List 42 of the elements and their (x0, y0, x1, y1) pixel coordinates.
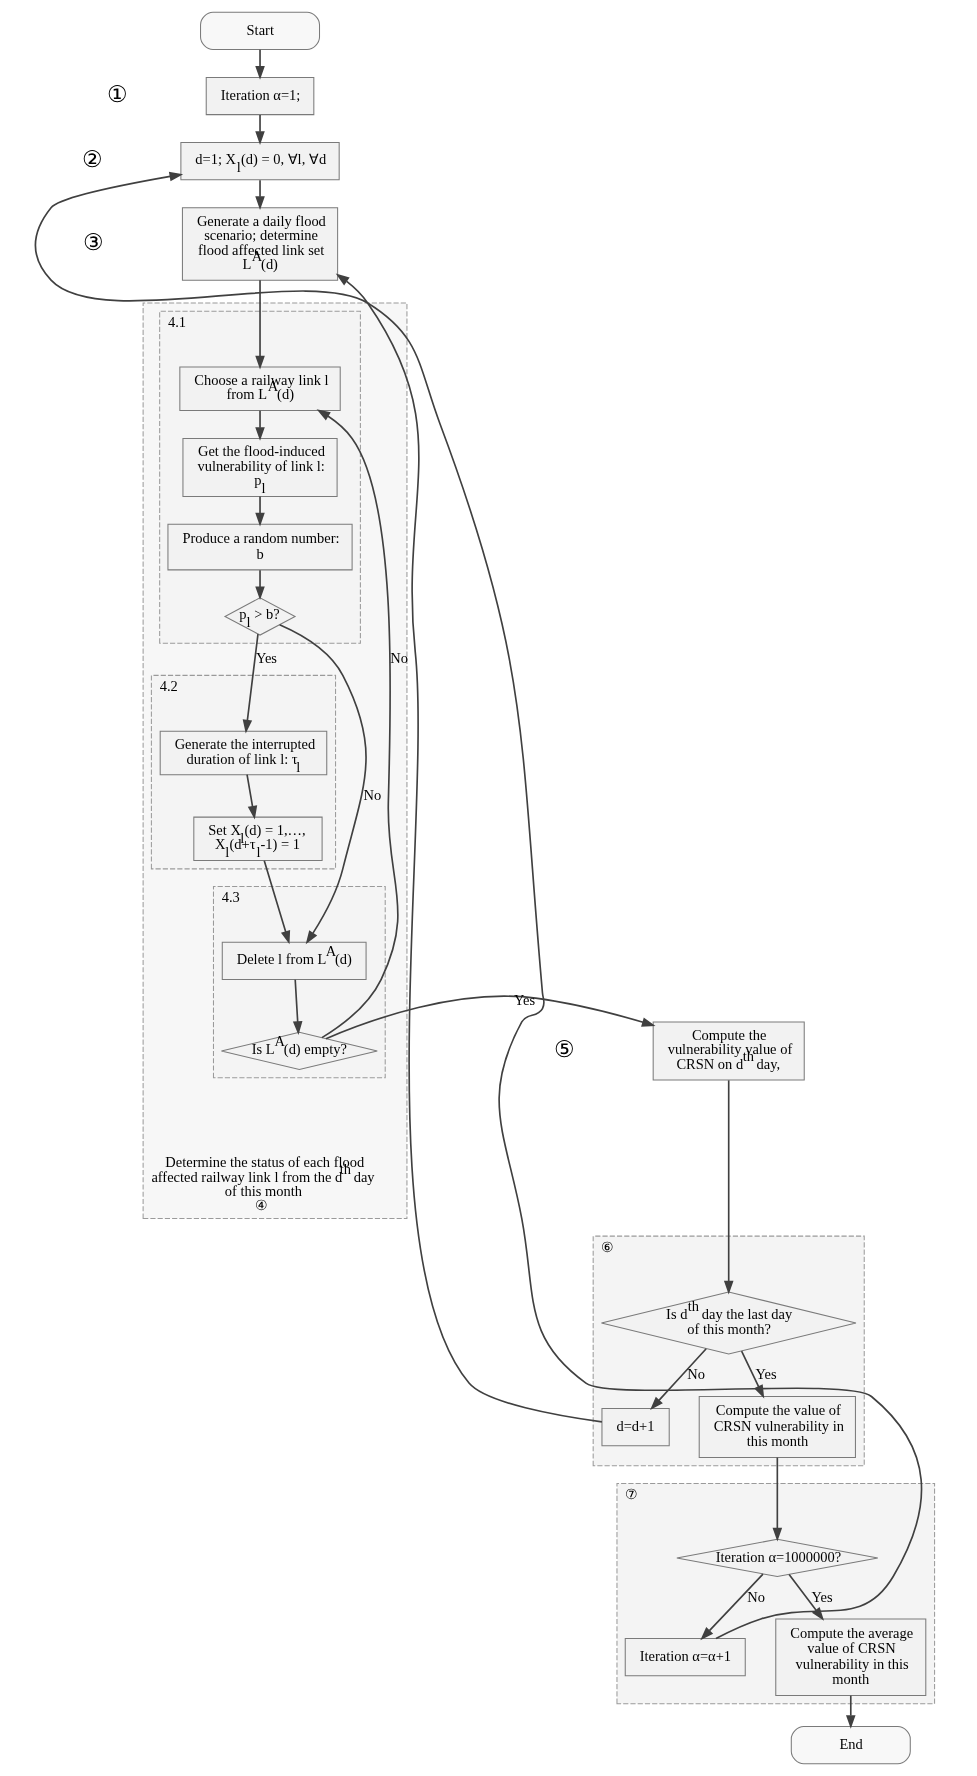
node-box: Produce a random number: b (166, 523, 353, 571)
node-label: ③ (82, 229, 104, 255)
node-box: Iteration α=α+1 (624, 1638, 746, 1677)
node-diamond: Iteration α=1000000? (675, 1538, 878, 1578)
node-label: ② (81, 146, 103, 172)
node-box: End (790, 1726, 911, 1765)
arrow (254, 279, 265, 370)
arrow (254, 179, 265, 211)
arrow (242, 633, 259, 734)
arrow (845, 1694, 856, 1729)
node-box: d=d+1 (600, 1407, 670, 1447)
edge-label: No (686, 1366, 705, 1383)
node-box: Compute the value of CRSN vulnerability in this month (698, 1396, 856, 1459)
arrow (254, 114, 265, 145)
edge-label: No (362, 786, 381, 803)
edge-label: Yes (255, 650, 277, 667)
arrow (254, 569, 265, 601)
node-box: Compute the average value of CRSN vulnerability in this month (774, 1618, 926, 1696)
arrow (699, 1573, 764, 1641)
arrow (723, 1079, 733, 1295)
edge-label: Yes (810, 1588, 833, 1605)
arrow (245, 773, 257, 820)
node-box: Iteration α=1; (205, 76, 314, 116)
arrow (33, 171, 922, 1640)
node-label: ⑤ (553, 1036, 575, 1062)
arrow (262, 859, 290, 945)
arrow (254, 48, 265, 80)
edge-label: No (746, 1588, 765, 1605)
arrow (649, 1347, 707, 1411)
edge-label: No (389, 650, 408, 667)
arrow (292, 978, 302, 1035)
arrow (740, 1350, 764, 1399)
node-box: Start (199, 11, 320, 50)
arrow (772, 1456, 782, 1542)
arrow (324, 995, 656, 1040)
node-label: ① (106, 81, 128, 107)
arrow (335, 273, 603, 1423)
arrow (278, 623, 367, 945)
edge-label: Yes (755, 1366, 777, 1383)
arrow (316, 409, 399, 1039)
arrow (254, 495, 265, 527)
arrow (254, 409, 265, 441)
